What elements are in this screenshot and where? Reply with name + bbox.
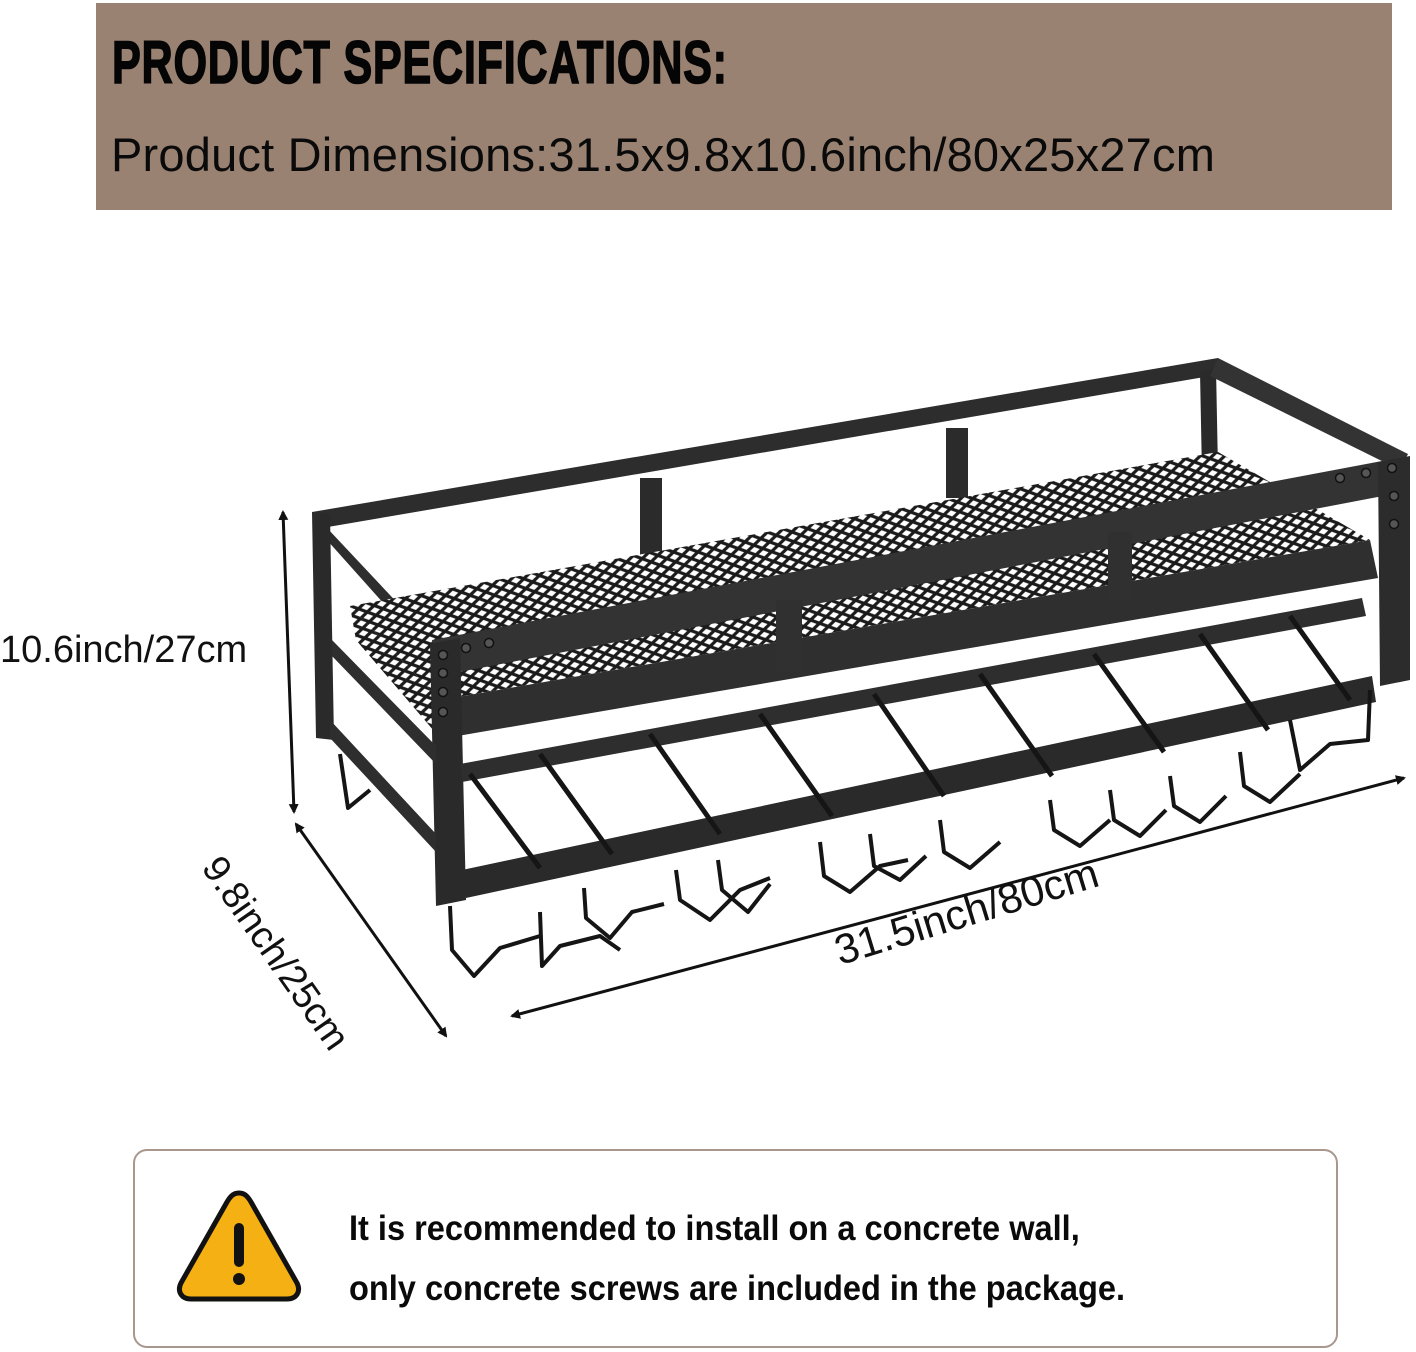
glass-hooks xyxy=(338,689,1372,978)
wine-rack-illustration xyxy=(278,358,1410,1038)
spec-banner: PRODUCT SPECIFICATIONS: Product Dimensio… xyxy=(96,3,1392,210)
glass-holder-rails xyxy=(467,614,1353,870)
notice-line-1: It is recommended to install on a concre… xyxy=(349,1209,1080,1248)
product-dimension-diagram: 10.6inch/27cm 9.8inch/25cm 31.5inch/80cm xyxy=(0,230,1416,1110)
warning-icon xyxy=(176,1190,302,1302)
height-arrow-icon xyxy=(278,510,299,814)
width-arrow-icon xyxy=(510,775,1406,1019)
spec-title: PRODUCT SPECIFICATIONS: xyxy=(111,29,728,96)
height-dimension-label: 10.6inch/27cm xyxy=(0,629,248,671)
notice-line-2: only concrete screws are included in the… xyxy=(349,1269,1126,1308)
installation-notice: It is recommended to install on a concre… xyxy=(133,1149,1338,1348)
product-dimensions: Product Dimensions:31.5x9.8x10.6inch/80x… xyxy=(111,128,1216,181)
rack-frame xyxy=(312,358,1410,906)
notice-text: It is recommended to install on a concre… xyxy=(349,1199,1125,1319)
depth-arrow-icon xyxy=(294,822,448,1038)
